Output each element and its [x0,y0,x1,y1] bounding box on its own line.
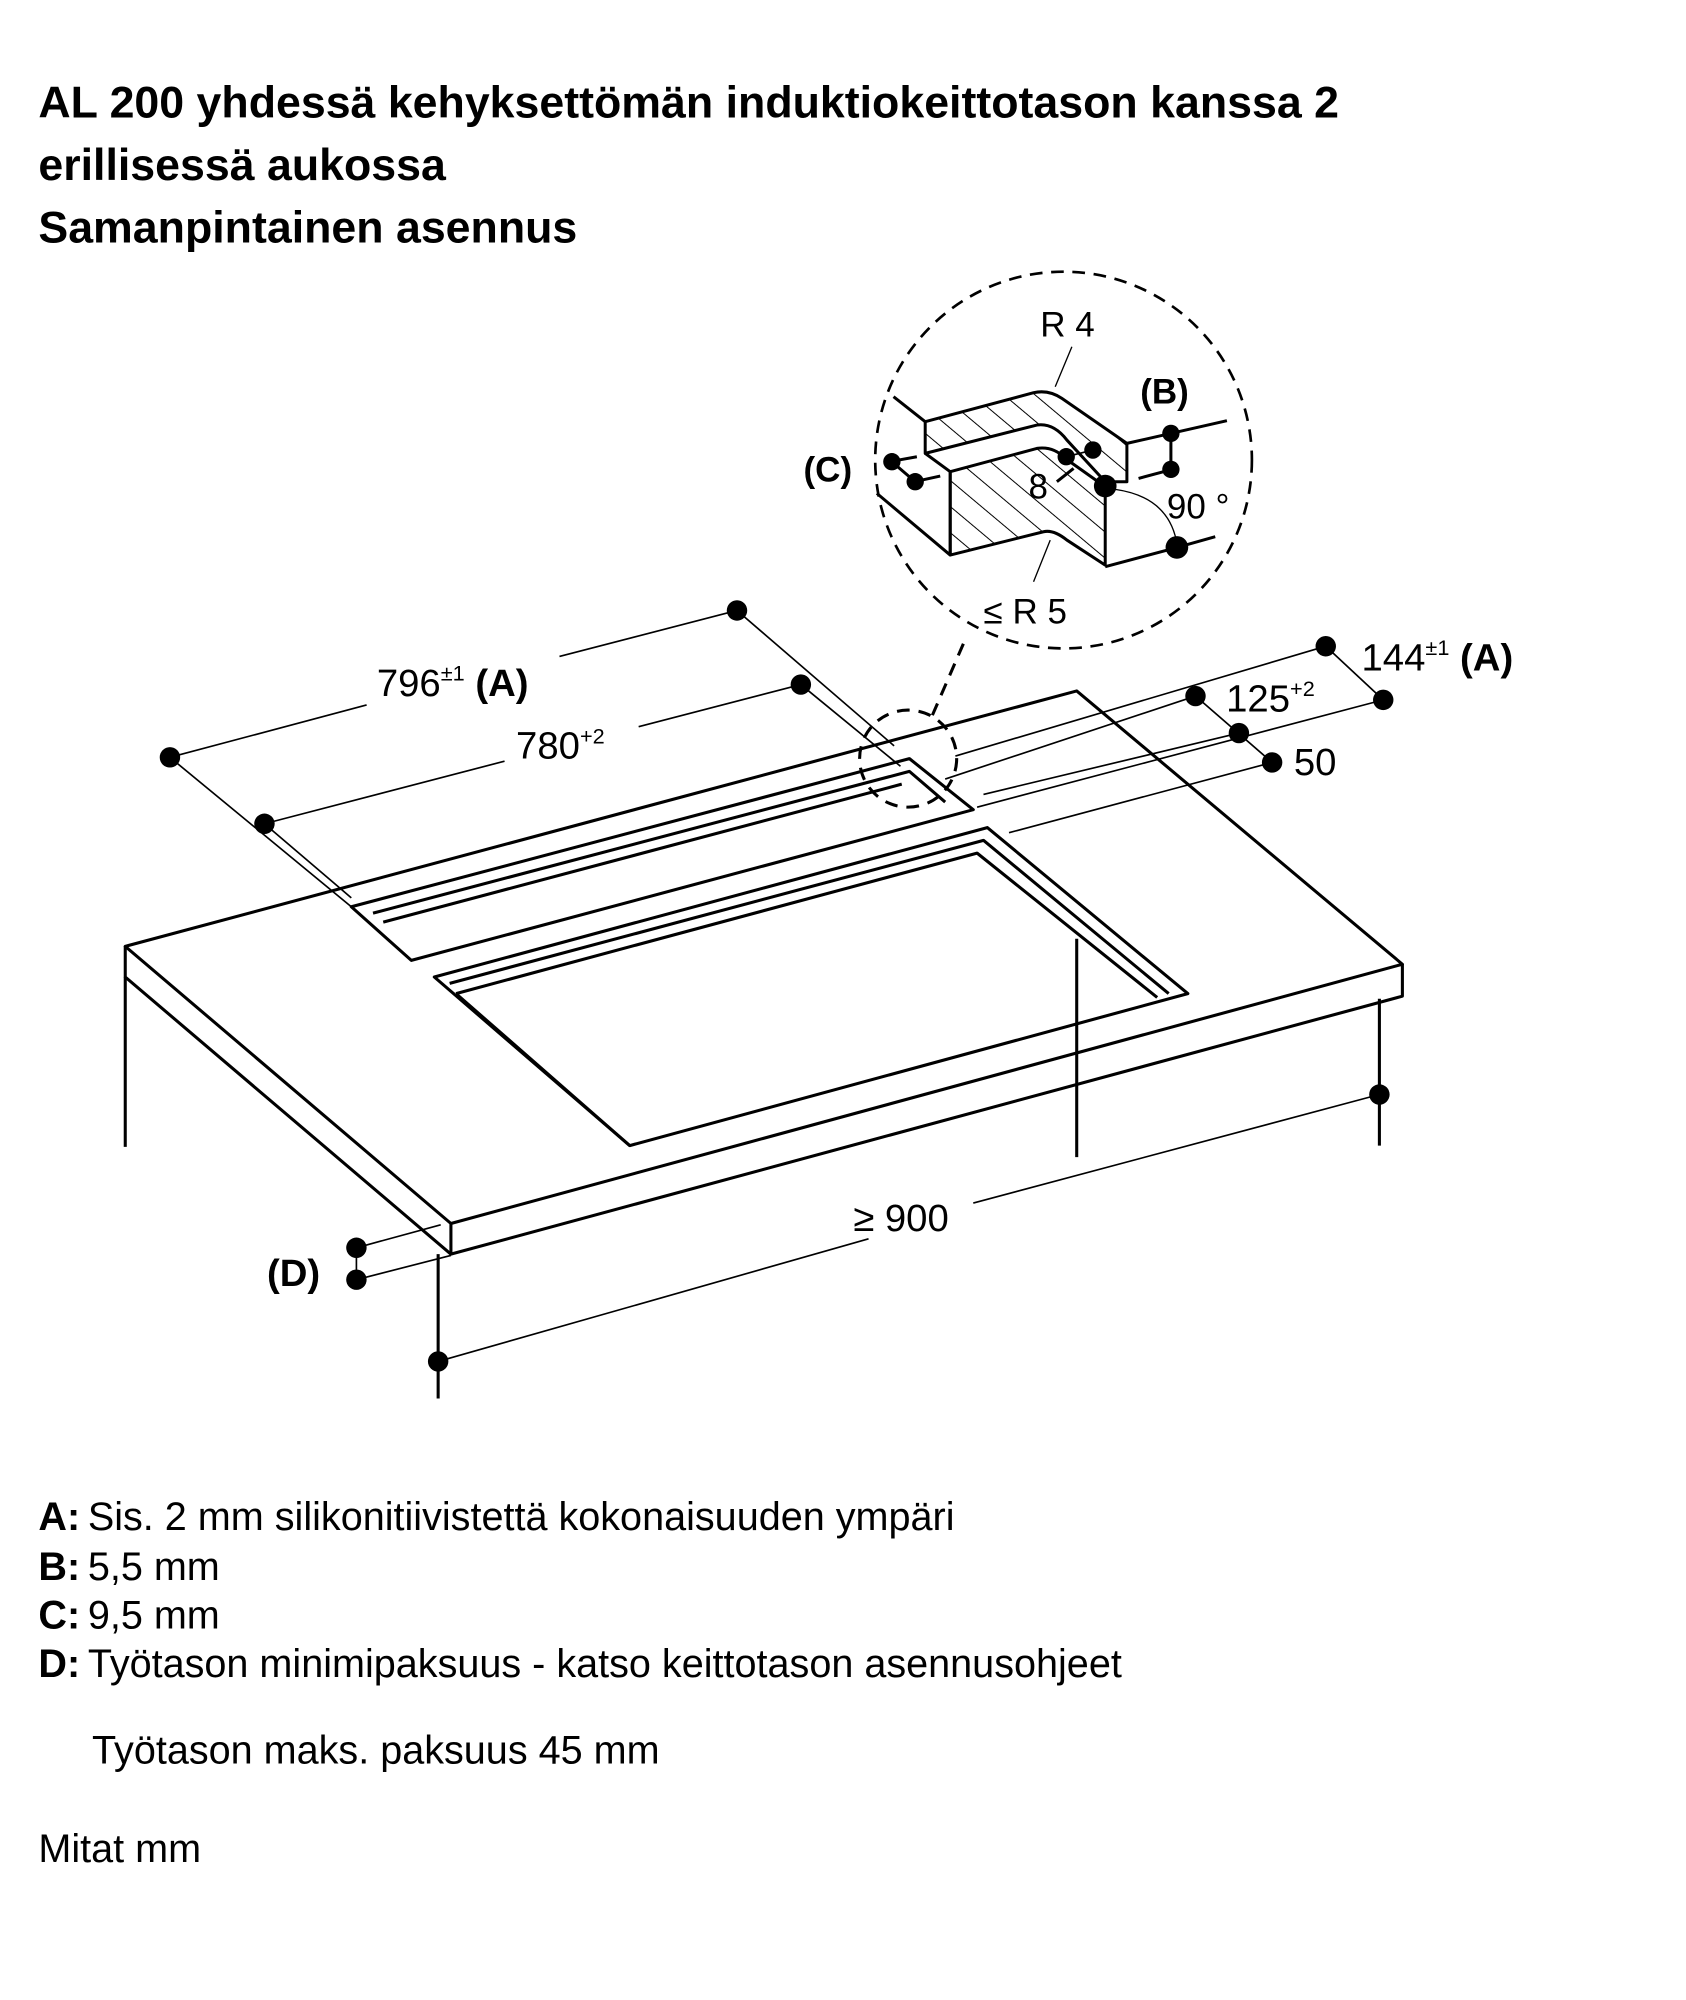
svg-text:(C): (C) [804,451,853,490]
svg-text:796±1 (A): 796±1 (A) [377,661,529,705]
svg-text:90 °: 90 ° [1167,487,1230,526]
svg-text:(B): (B) [1140,372,1189,411]
svg-text:A:Sis. 2 mm silikonitiivistett: A:Sis. 2 mm silikonitiivistettä kokonais… [38,1495,954,1539]
legend: A:Sis. 2 mm silikonitiivistettä kokonais… [38,1495,1121,1871]
dimension-cutout-length: 780+2 [254,674,901,899]
svg-text:R 4: R 4 [1040,306,1094,345]
note: Työtason maks. paksuus 45 mm [92,1729,660,1773]
svg-text:≥ 900: ≥ 900 [853,1197,949,1240]
title-line-3: Samanpintainen asennus [38,204,577,253]
downdraft-cutout [349,757,975,962]
svg-text:144±1 (A): 144±1 (A) [1362,635,1514,679]
svg-text:8: 8 [1029,467,1048,506]
units: Mitat mm [38,1827,201,1871]
dimension-width: 144±1 (A) 125+2 50 [944,635,1514,834]
countertop [123,689,1404,1399]
dimension-thickness: (D) [267,1223,452,1295]
svg-text:125+2: 125+2 [1226,676,1315,720]
detail-marker [858,708,959,809]
svg-text:≤ R 5: ≤ R 5 [984,592,1067,631]
dimension-depth: ≥ 900 [427,1084,1390,1372]
svg-text:B:5,5 mm: B:5,5 mm [38,1545,219,1589]
svg-text:780+2: 780+2 [516,723,605,767]
title-line-2: erillisessä aukossa [38,141,447,190]
svg-text:(D): (D) [267,1252,320,1295]
title-line-1: AL 200 yhdessä kehyksettömän induktiokei… [38,78,1339,127]
svg-text:50: 50 [1294,741,1337,784]
svg-text:C:9,5 mm: C:9,5 mm [38,1593,219,1637]
svg-text:D:Työtason minimipaksuus - kat: D:Työtason minimipaksuus - katso keittot… [38,1642,1121,1686]
hob-cutout [432,826,1190,1148]
detail-view: R 4 (B) (C) 8 90 ° ≤ R 5 [804,270,1254,650]
